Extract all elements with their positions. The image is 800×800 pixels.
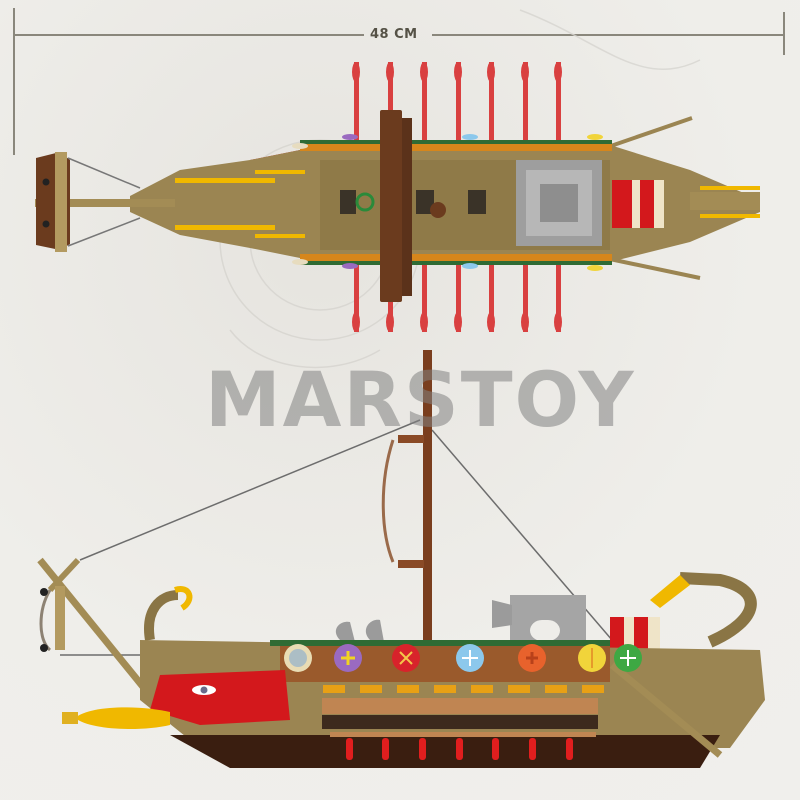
shields xyxy=(284,644,642,672)
oar-blades-side xyxy=(346,738,573,760)
oars-bottom xyxy=(352,262,562,332)
side-view xyxy=(37,350,765,768)
dimension-line xyxy=(13,8,785,155)
top-view xyxy=(35,62,760,332)
dimension-label: 48 CM xyxy=(370,27,418,42)
brand-watermark: MARSTOY xyxy=(205,355,636,444)
oars-top xyxy=(352,62,562,142)
rowlocks-top xyxy=(292,134,603,271)
